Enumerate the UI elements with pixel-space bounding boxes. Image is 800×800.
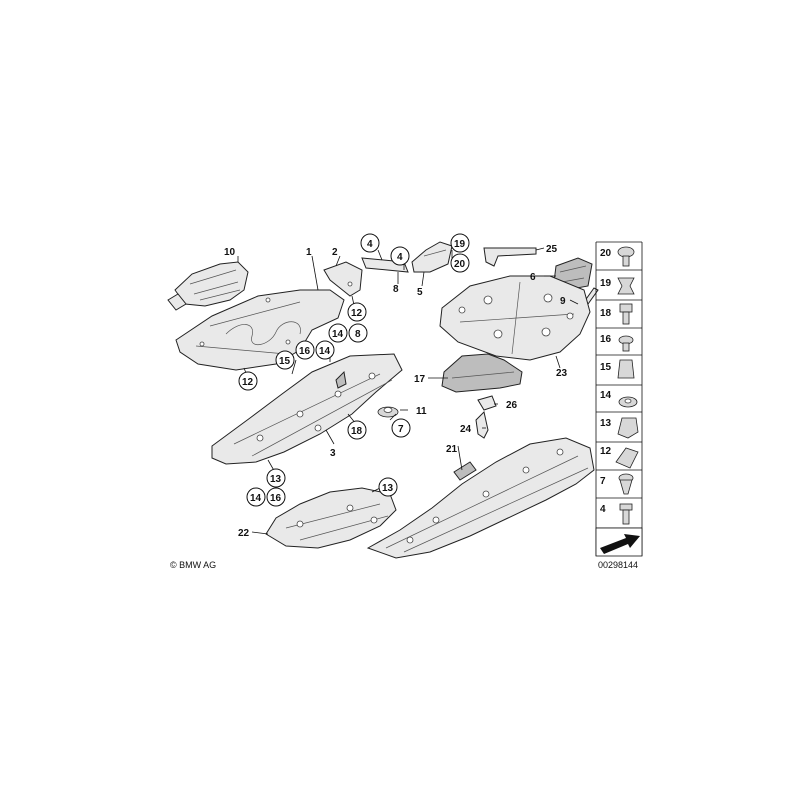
part-10-heat-shield bbox=[167, 261, 249, 311]
callout-4a: 4 bbox=[367, 239, 373, 250]
callout-5: 5 bbox=[417, 287, 423, 298]
callout-9: 9 bbox=[560, 296, 566, 307]
callouts: 10 1 2 4 4 19 20 25 6 9 8 5 12 14 8 15 1… bbox=[224, 233, 568, 539]
fastener-13-icon bbox=[617, 417, 639, 439]
callout-10: 10 bbox=[224, 247, 236, 258]
fastener-15-icon bbox=[617, 359, 635, 379]
callout-25: 25 bbox=[546, 244, 558, 255]
fastener-16-icon bbox=[618, 335, 634, 352]
part-24-bracket bbox=[475, 411, 489, 439]
callout-circle-20 bbox=[450, 253, 470, 273]
callout-12b: 12 bbox=[242, 377, 254, 388]
part-1-underbody-panel bbox=[175, 289, 345, 371]
callout-13a: 13 bbox=[270, 474, 282, 485]
legend-label-19: 19 bbox=[600, 278, 612, 289]
fastener-12-icon bbox=[615, 447, 639, 469]
callout-19: 19 bbox=[454, 239, 466, 250]
callout-11: 11 bbox=[416, 406, 427, 417]
callout-15: 15 bbox=[279, 356, 291, 367]
callout-circle-14c bbox=[246, 487, 266, 507]
part-25-strap bbox=[483, 247, 537, 267]
callout-circle-15 bbox=[275, 350, 295, 370]
part-17-bracket bbox=[441, 353, 523, 393]
callout-22: 22 bbox=[238, 528, 250, 539]
fastener-20-icon bbox=[617, 246, 635, 267]
callout-23: 23 bbox=[556, 368, 568, 379]
callout-16b: 16 bbox=[270, 493, 282, 504]
fastener-7-icon bbox=[618, 473, 634, 495]
callout-13b: 13 bbox=[382, 483, 394, 494]
part-5-bracket bbox=[411, 241, 453, 273]
legend-label-14: 14 bbox=[600, 390, 612, 401]
callout-circle-4b bbox=[390, 246, 410, 266]
callout-4b: 4 bbox=[397, 252, 403, 263]
part-21-long-panel bbox=[366, 437, 595, 559]
part-3-mid-panel bbox=[211, 353, 403, 465]
callout-18: 18 bbox=[351, 426, 363, 437]
callout-20: 20 bbox=[454, 259, 466, 270]
legend-label-15: 15 bbox=[600, 362, 612, 373]
callout-17: 17 bbox=[414, 374, 426, 385]
callout-circle-13a bbox=[266, 468, 286, 488]
fastener-4-icon bbox=[619, 503, 633, 525]
callout-circle-7 bbox=[391, 418, 411, 438]
arrow-icon bbox=[595, 527, 643, 557]
legend-label-7: 7 bbox=[600, 476, 606, 487]
callout-14c: 14 bbox=[250, 493, 262, 504]
callout-circle-12b bbox=[238, 371, 258, 391]
legend-label-13: 13 bbox=[600, 418, 612, 429]
callout-6: 6 bbox=[530, 272, 536, 283]
copyright-text: © BMW AG bbox=[170, 560, 216, 570]
fastener-legend: 20 19 18 16 15 14 bbox=[595, 241, 643, 570]
legend-label-4: 4 bbox=[600, 504, 606, 515]
callout-circle-8b bbox=[348, 323, 368, 343]
part-22-lower-panel bbox=[265, 487, 397, 549]
callout-14a: 14 bbox=[332, 329, 344, 340]
part-2-bracket bbox=[323, 261, 363, 297]
legend-label-12: 12 bbox=[600, 446, 612, 457]
callout-circle-16b bbox=[266, 487, 286, 507]
fastener-19-icon bbox=[617, 277, 635, 295]
part-26-clip bbox=[477, 395, 497, 411]
diagram-id: 00298144 bbox=[598, 560, 638, 570]
callout-circle-14a bbox=[328, 323, 348, 343]
callout-24: 24 bbox=[460, 424, 472, 435]
part-11-grommet bbox=[377, 406, 399, 418]
callout-7: 7 bbox=[398, 424, 404, 435]
fastener-14-icon bbox=[618, 396, 638, 408]
callout-8b: 8 bbox=[355, 329, 361, 340]
legend-label-20: 20 bbox=[600, 248, 612, 259]
part-23-rear-panel bbox=[439, 275, 591, 361]
callout-circle-13b bbox=[378, 477, 398, 497]
callout-16a: 16 bbox=[299, 346, 311, 357]
callout-circle-16a bbox=[295, 340, 315, 360]
callout-circle-18 bbox=[347, 420, 367, 440]
callout-circle-19 bbox=[450, 233, 470, 253]
legend-label-16: 16 bbox=[600, 334, 612, 345]
callout-8a: 8 bbox=[393, 284, 399, 295]
callout-21: 21 bbox=[446, 444, 458, 455]
callout-1: 1 bbox=[306, 247, 312, 258]
fastener-18-icon bbox=[619, 303, 633, 325]
leader-lines bbox=[237, 247, 579, 535]
callout-2: 2 bbox=[332, 247, 338, 258]
callout-circle-12a bbox=[347, 302, 367, 322]
callout-3: 3 bbox=[330, 448, 336, 459]
callout-12a: 12 bbox=[351, 308, 363, 319]
callout-14b: 14 bbox=[319, 346, 331, 357]
callout-circle-14b bbox=[315, 340, 335, 360]
callout-circle-4a bbox=[360, 233, 380, 253]
callout-26: 26 bbox=[506, 400, 518, 411]
legend-label-18: 18 bbox=[600, 308, 612, 319]
